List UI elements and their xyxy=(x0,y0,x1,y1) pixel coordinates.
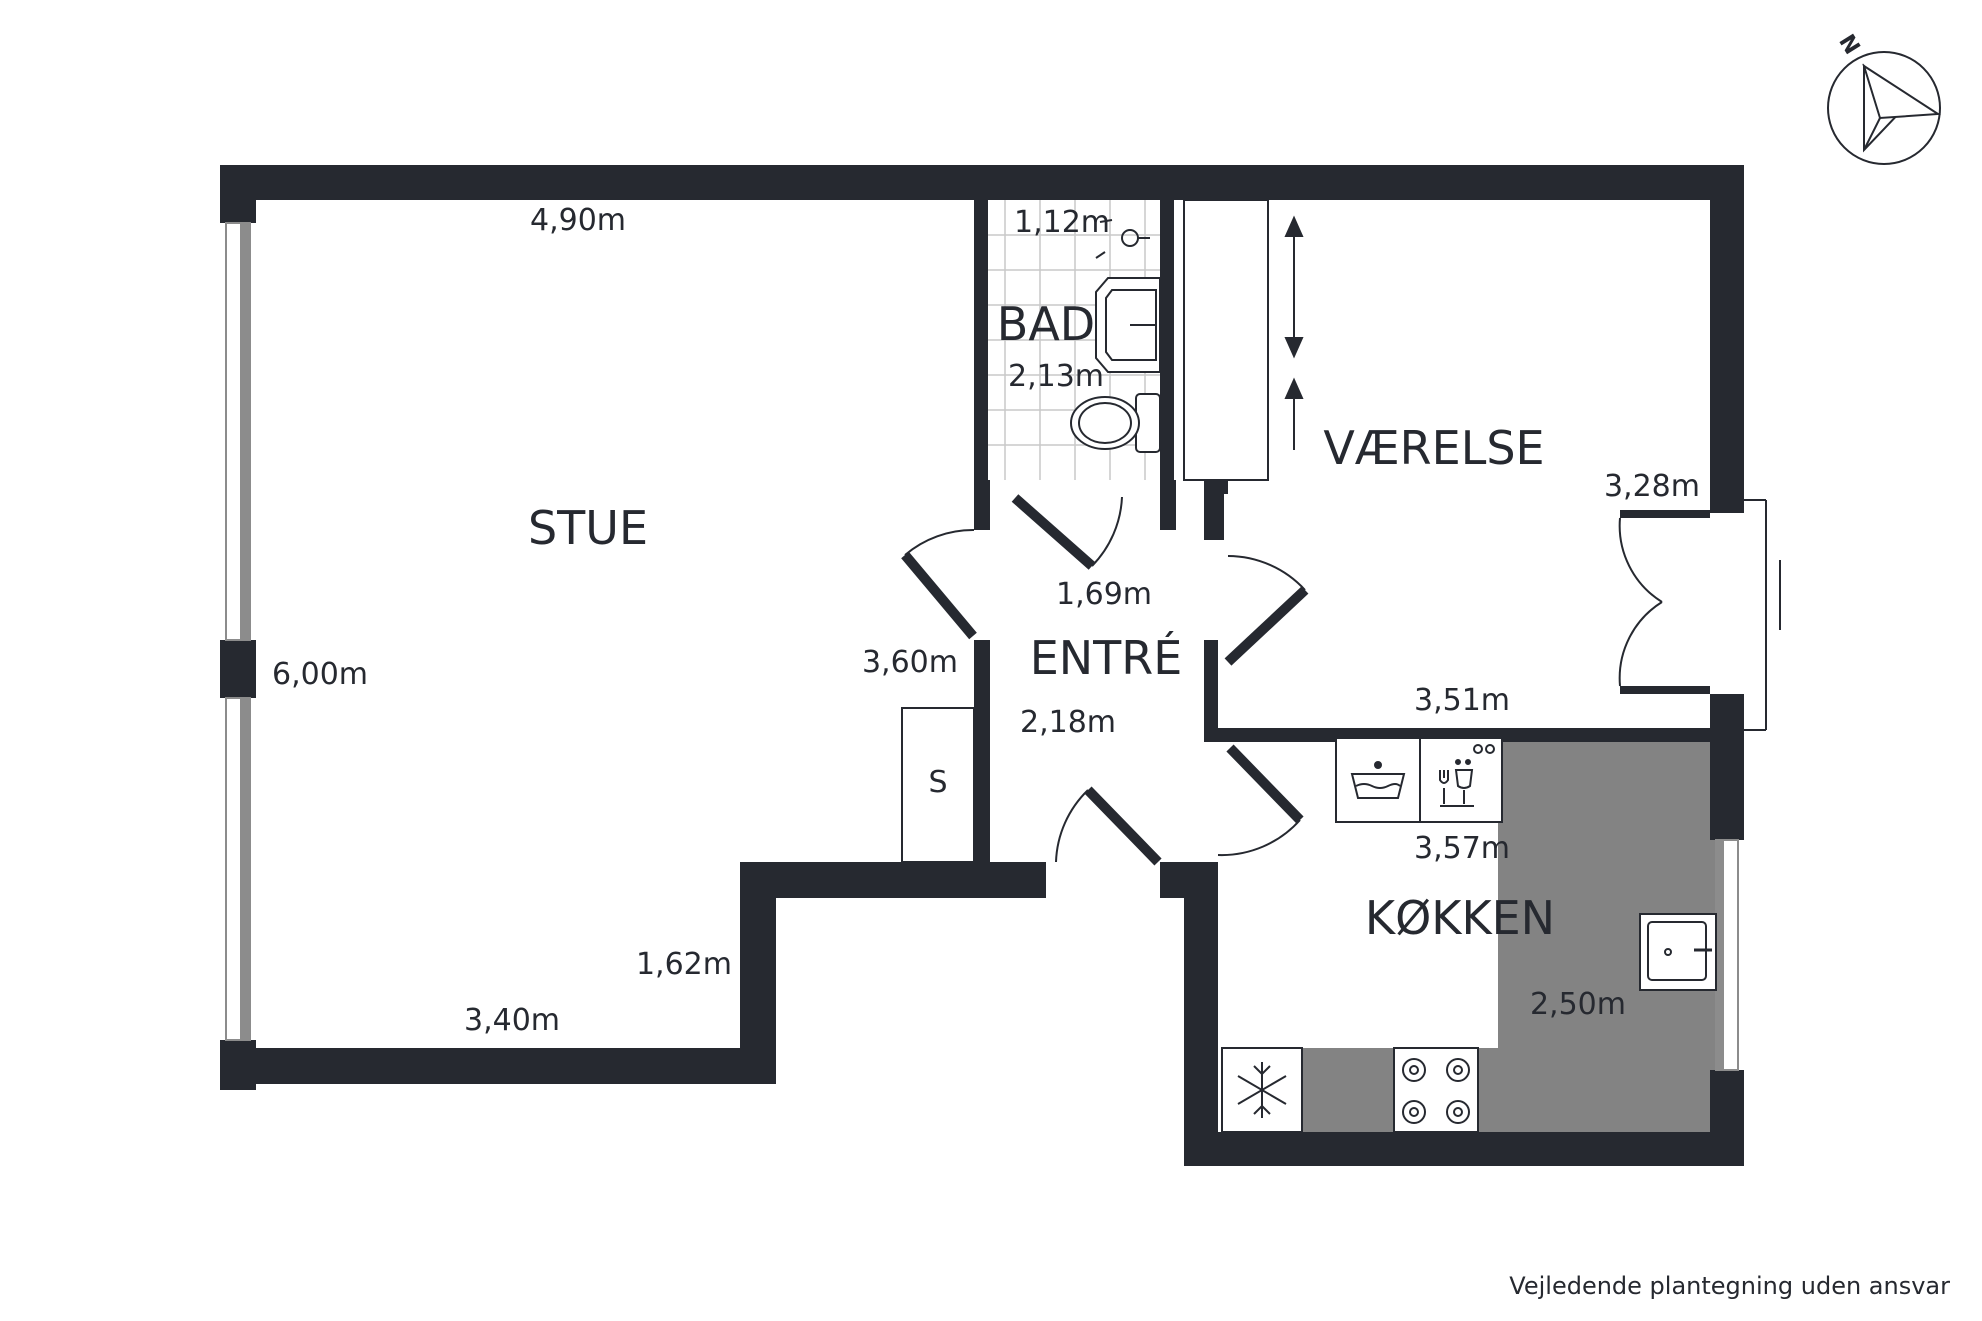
walls xyxy=(220,165,1744,1166)
storage-cabinet xyxy=(901,707,975,863)
sink-icon xyxy=(1095,277,1161,373)
compass-icon xyxy=(1827,51,1942,165)
room-label-entre: ENTRÉ xyxy=(1030,631,1183,685)
dim-entre-top: 1,69m xyxy=(1056,577,1152,612)
stove-icon xyxy=(1393,1047,1479,1133)
dim-bad-width: 1,12m xyxy=(1014,205,1110,240)
disclaimer: Vejledende plantegning uden ansvar xyxy=(1509,1272,1950,1300)
dim-entre-side: 2,18m xyxy=(1020,705,1116,740)
room-label-koekken: KØKKEN xyxy=(1365,891,1555,945)
shower-icon xyxy=(1095,219,1150,259)
dishwasher-icon xyxy=(1419,737,1503,823)
doors xyxy=(901,494,1781,866)
room-label-bad: BAD xyxy=(997,297,1095,351)
dim-stue-top: 4,90m xyxy=(530,203,626,238)
dim-stue-bottom: 3,40m xyxy=(464,1003,560,1038)
kitchen-sink-icon xyxy=(1639,913,1717,991)
room-label-stue: STUE xyxy=(528,501,648,555)
windows xyxy=(225,222,1739,1071)
dim-koekken-top: 3,57m xyxy=(1414,831,1510,866)
wardrobe-arrows-icon xyxy=(1284,215,1304,450)
dim-stue-step: 1,62m xyxy=(636,947,732,982)
freezer-icon xyxy=(1221,1047,1303,1133)
dim-stue-left: 6,00m xyxy=(272,657,368,692)
dim-vaerelse-side: 3,28m xyxy=(1604,469,1700,504)
dim-vaerelse-bottom: 3,51m xyxy=(1414,683,1510,718)
wardrobe xyxy=(1183,199,1269,481)
toilet-icon xyxy=(1070,393,1161,453)
room-label-vaerelse: VÆRELSE xyxy=(1323,421,1544,475)
kitchen-counters xyxy=(1302,735,1716,1132)
storage-label: S xyxy=(928,765,947,800)
washing-machine-icon xyxy=(1335,737,1421,823)
dim-stue-right: 3,60m xyxy=(862,645,958,680)
compass-north-label: N xyxy=(1833,30,1864,59)
dim-bad-depth: 2,13m xyxy=(1008,359,1104,394)
dim-koekken-side: 2,50m xyxy=(1530,987,1626,1022)
